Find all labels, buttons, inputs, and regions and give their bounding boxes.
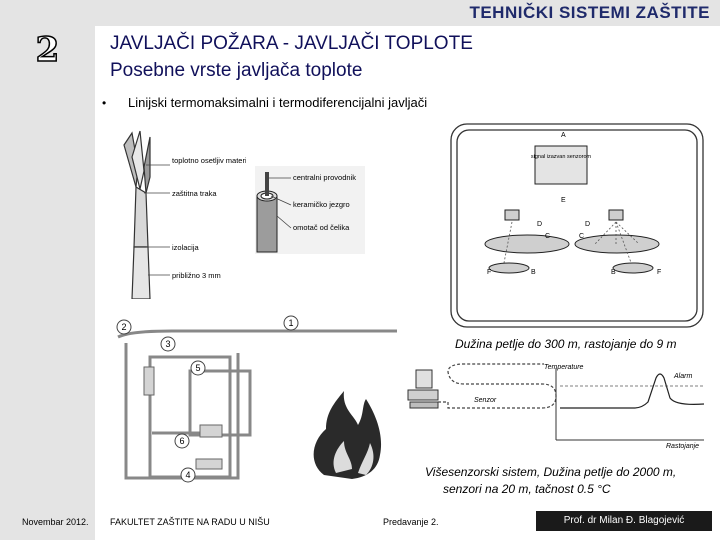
graph-distance-label: Rastojanje [666,443,699,450]
circuit-marker-3: 3 [165,339,170,349]
footer-author: Prof. dr Milan Đ. Blagojević [536,511,712,531]
slide-number: 2 [35,29,60,71]
circuit-marker-numbers: 1 2 3 5 6 4 [121,318,293,480]
circuit-figure: 1 2 3 5 6 4 [112,313,402,483]
graph-axes [555,368,704,441]
header-strip [95,0,720,26]
slide-title: JAVLJAČI POŽARA - JAVLJAČI TOPLOTE [110,33,473,54]
caption-loop: Dužina petlje do 300 m, rastojanje do 9 … [455,337,677,351]
loop-letter-f2: F [657,269,661,276]
caption-multi-line2: senzori na 20 m, tačnost 0.5 °C [443,482,611,496]
computer-icon [407,369,439,409]
header-brand: TEHNIČKI SISTEMI ZAŠTITE [469,3,710,22]
cable-leader-lines [144,164,170,276]
loop-letter-b2: B [611,269,616,276]
loop-chambers [484,209,660,254]
signal-box [534,145,588,185]
sensor-graph-bg [404,358,710,450]
cable-label-protective-tape: zaštitna traka [172,189,217,198]
coax-label-ceramic-core: keramičko jezgro [293,200,350,209]
graph-alarm-label: Alarm [673,373,692,380]
signal-box-label: signal izazvan senzorom [531,154,592,160]
coax-figure: centralni provodnik keramičko jezgro omo… [255,166,365,254]
loop-letter-c: C [545,233,550,240]
loop-letter-d2: D [585,221,590,228]
loop-letters: A E D C C D F B B F [487,132,661,276]
bullet-marker: • [102,96,107,110]
coax-leader-lines [269,177,292,229]
temperature-curve [560,373,705,409]
flame-icon [313,391,382,479]
circuit-components [143,366,223,470]
sensor-graph-figure: Temperature Alarm Senzor Rastojanje [404,358,710,450]
graph-sensor-label: Senzor [474,397,497,404]
circuit-marker-1: 1 [288,318,293,328]
footer-faculty: FAKULTET ZAŠTITE NA RADU U NIŠU [110,517,270,527]
loop-airflow-arrows [502,221,640,269]
cable-figure: toplotno osetljiv materijal zaštitna tra… [118,127,246,299]
graph-temperature-label: Temperature [544,364,584,371]
loop-letter-d: D [537,221,542,228]
footer-lecture: Predavanje 2. [383,517,439,527]
circuit-marker-6: 6 [179,436,184,446]
left-sidebar-band [0,0,95,540]
coax-body [256,172,278,253]
loop-tubing [450,123,704,328]
slide-subtitle: Posebne vrste javljača toplote [110,60,363,81]
loop-bottom-tubes [488,262,654,274]
loop-letter-b: B [531,269,536,276]
loop-letter-e: E [561,197,566,204]
loop-letter-a: A [561,132,566,139]
coax-label-conductor: centralni provodnik [293,173,356,182]
cable-label-sensitive-material: toplotno osetljiv materijal [172,156,246,165]
cable-label-size: približno 3 mm [172,271,221,280]
circuit-marker-4: 4 [185,470,190,480]
caption-multi-line1: Višesenzorski sistem, Dužina petlje do 2… [425,465,677,479]
circuit-marker-circles [116,315,299,483]
circuit-marker-5: 5 [195,363,200,373]
sensor-cable [438,363,557,409]
footer-date: Novembar 2012. [22,517,89,527]
bullet-text: Linijski termomaksimalni i termodiferenc… [128,95,428,110]
cable-label-insulation: izolacija [172,243,200,252]
loop-letter-c2: C [579,233,584,240]
coax-label-steel-sheath: omotač od čelika [293,223,350,232]
circuit-marker-2: 2 [121,322,126,332]
loop-letter-f: F [487,269,491,276]
loop-diagram: signal izazvan senzorom A E D C C D F B … [445,118,710,333]
